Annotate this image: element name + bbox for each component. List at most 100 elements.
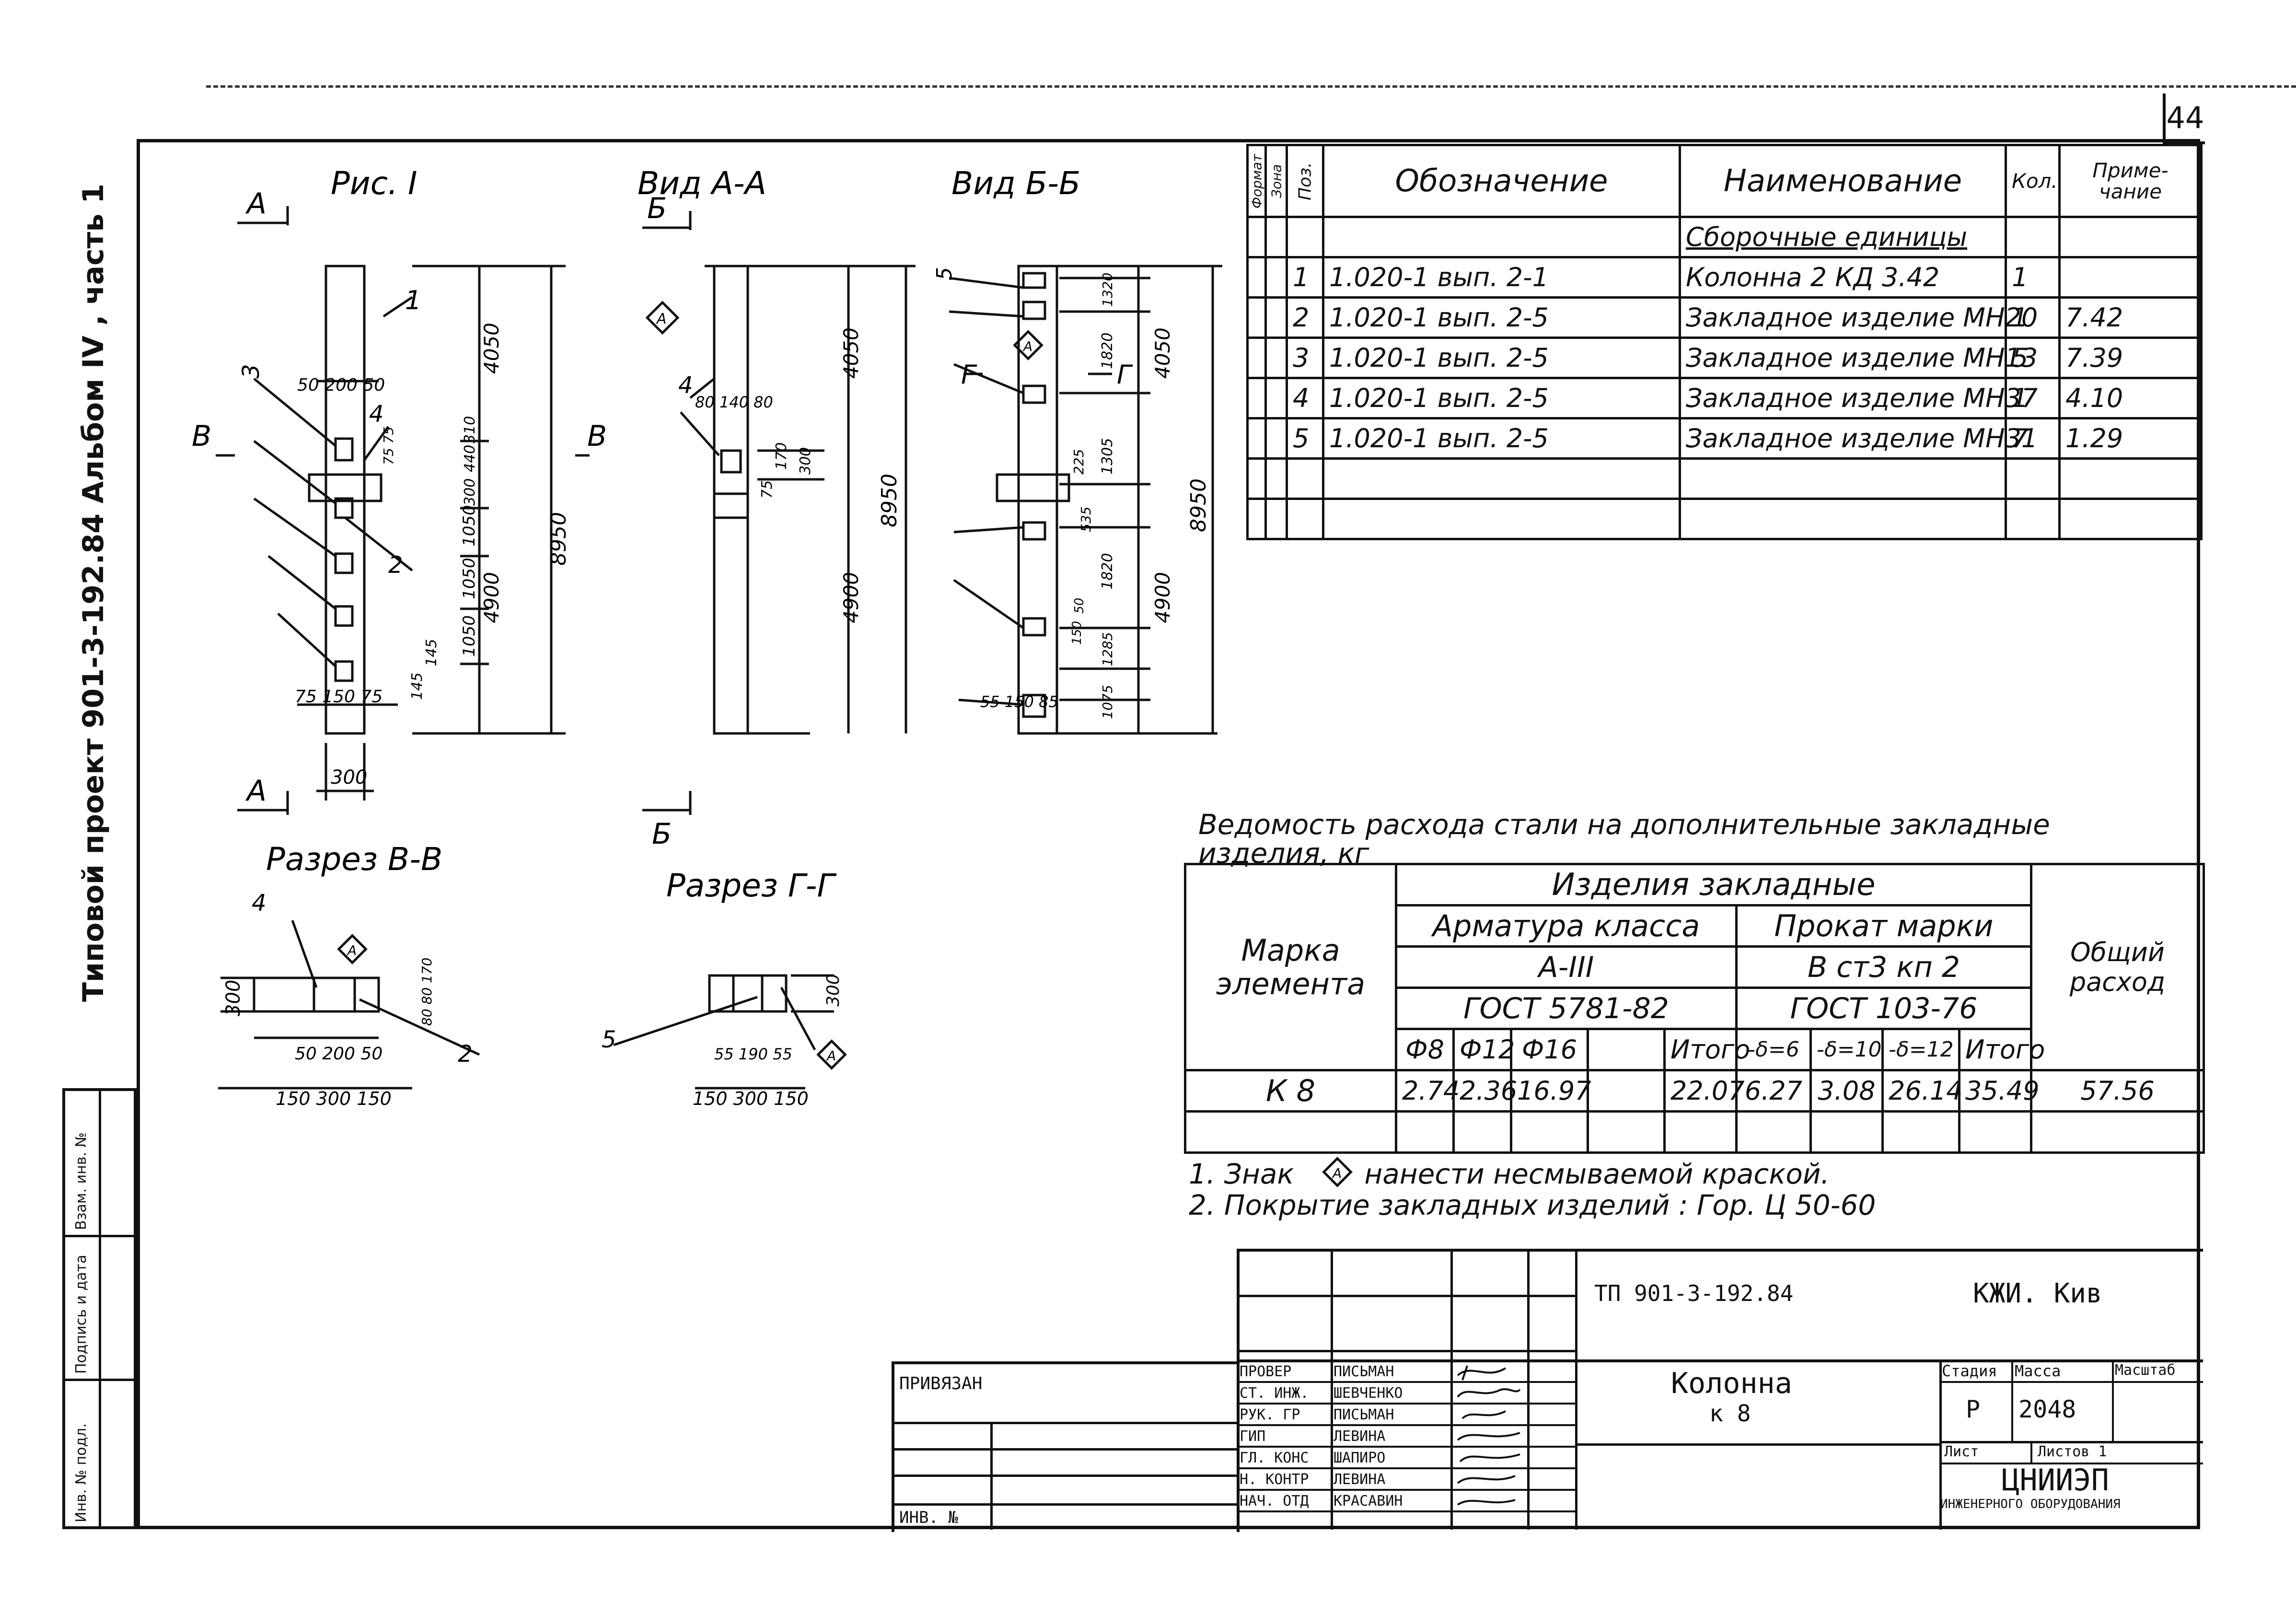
spec-designation: 1.020-1 вып. 2-5 [1322, 337, 1681, 379]
view-bb-title: Вид Б-Б [951, 165, 1080, 202]
bb-dim-d1: 1320 [1100, 273, 1115, 307]
spec-h-designation: Обозначение [1322, 144, 1681, 218]
steel-val: 3.08 [1809, 1069, 1884, 1113]
fig1-leader-2: 2 [388, 552, 403, 579]
steel-table: Марка элемента Изделия закладные Общий р… [1184, 863, 2205, 1154]
tb-h-stage: Стадия [1942, 1362, 1997, 1380]
tb-sheets: Листов 1 [2038, 1443, 2107, 1460]
spec-h-name: Наименование [1679, 144, 2007, 218]
tb-mass: 2048 [2018, 1395, 2076, 1423]
spec-h-zone: Зона [1265, 145, 1287, 217]
steel-subheader-row: Ф8 Ф12 Ф16 Итого -δ=6 -δ=10 -δ=12 Итого [1185, 1028, 2204, 1071]
sheet-number: 44 [2163, 93, 2205, 144]
signer-row: ПроверПисьман [1240, 1363, 1394, 1380]
steel-sub: -δ=10 [1809, 1028, 1884, 1071]
note-1-b: нанести несмываемой краской. [1364, 1158, 1830, 1190]
spec-name: Закладное изделие МН20 [1679, 296, 2038, 339]
gg-dim-d2: 150 300 150 [693, 1088, 809, 1109]
spec-name: Закладное изделие МН31 [1679, 417, 2038, 460]
tb-project-code: ТП 901-3-192.84 [1594, 1280, 1794, 1306]
spec-name: Колонна 2 КД 3.42 [1679, 256, 2007, 299]
fig1-dim-d9: 145 [409, 673, 426, 700]
fig1-leader-1: 1 [405, 285, 421, 315]
signer-row: Ст. инж.Шевченко [1240, 1385, 1403, 1402]
steel-val: 35.49 [1958, 1069, 2040, 1113]
spec-pos: 2 [1286, 296, 1324, 339]
spec-name: Закладное изделие МН37 [1679, 377, 2038, 419]
steel-val: 2.74 [1395, 1069, 1460, 1113]
view-aa-title: Вид А-А [638, 165, 766, 202]
spec-section-row: Сборочные единицы [1246, 216, 2203, 258]
steel-val: 6.27 [1735, 1069, 1812, 1113]
marker-a-bottom: А [245, 774, 267, 808]
note-2: 2. Покрытие закладных изделий : Гор. Ц 5… [1189, 1189, 1876, 1221]
note-1-a: 1. Знак [1189, 1158, 1294, 1190]
steel-val: 2.36 [1452, 1069, 1517, 1113]
spec-section-title: Сборочные единицы [1679, 216, 2007, 258]
left-stamp: Инв. № подл. Подпись и дата Взам. инв. № [62, 1088, 137, 1529]
signer-row: Нач. отдКрасавин [1240, 1493, 1403, 1509]
steel-h-mark: Марка элемента [1184, 863, 1397, 1071]
marker-v-right: В [587, 419, 607, 453]
steel-h-rebar-class: А-III [1395, 945, 1738, 989]
tb-org: ЦНИИЭП [2002, 1463, 2109, 1498]
note-1: 1. Знак нанести несмываемой краской. [1189, 1158, 1830, 1190]
spec-designation: 1.020-1 вып. 2-1 [1322, 256, 1681, 299]
spec-h-format: Формат [1247, 145, 1266, 217]
spec-qty: 5 [2005, 337, 2061, 379]
spec-pos: 4 [1286, 377, 1324, 419]
marker-v-left: В [192, 419, 211, 453]
binding-block: Привязан Инв. № [892, 1361, 1240, 1532]
fig1-dim-d2: 1050 [460, 557, 479, 599]
steel-sub: Итого [1958, 1028, 2045, 1071]
tb-privyazan: Привязан [899, 1374, 983, 1393]
spec-designation: 1.020-1 вып. 2-5 [1322, 377, 1681, 419]
bb-dim-d7: 1285 [1100, 632, 1115, 666]
fig1-dim-total: 8950 [546, 512, 571, 566]
spec-note: 4.10 [2058, 377, 2203, 419]
bb-dim-d6: 1820 [1099, 553, 1116, 590]
steel-sub: -δ=12 [1881, 1028, 1960, 1071]
fig1-dim-width: 300 [331, 766, 367, 789]
steel-val: 16.97 [1510, 1069, 1591, 1113]
marker-a-top: А [245, 187, 267, 221]
steel-sub [1587, 1028, 1666, 1071]
fig1-dim-top: 50 200 50 [297, 375, 385, 395]
bb-dim-lower: 4900 [1151, 572, 1174, 623]
steel-val: 22.07 [1663, 1069, 1745, 1113]
steel-sub: -δ=6 [1735, 1028, 1812, 1071]
vv-leader-2: 2 [458, 1041, 473, 1068]
vv-leader-4: 4 [252, 890, 267, 917]
tb-sheet: Лист [1944, 1443, 1979, 1460]
fig1-dim-d5: 440 [462, 445, 478, 472]
bb-dim-d8: 1075 [1100, 685, 1115, 719]
table-row-empty [1184, 1110, 2205, 1154]
bb-dim-d5: 535 [1078, 507, 1094, 532]
steel-val [1587, 1069, 1666, 1113]
bb-dim-d3: 1305 [1099, 438, 1116, 475]
spec-designation: 1.020-1 вып. 2-5 [1322, 296, 1681, 339]
steel-sub: Ф12 [1452, 1028, 1515, 1071]
aa-dim-upper: 4050 [839, 327, 863, 379]
bb-dim-bottom: 55 150 85 [980, 693, 1058, 711]
sign-a-bb: А [1022, 338, 1032, 354]
spec-name: Закладное изделие МН13 [1679, 337, 2038, 379]
spec-h-pos: Поз. [1287, 145, 1323, 217]
vv-dim-d1: 50 200 50 [295, 1044, 383, 1064]
fig1-dim-d8: 145 [423, 639, 440, 666]
steel-val: 26.14 [1881, 1069, 1963, 1113]
tb-name: Колонна [1671, 1367, 1792, 1400]
steel-val: 57.56 [2030, 1069, 2205, 1113]
section-vv-title: Разрез В-В [266, 841, 442, 878]
vv-dim-d2: 150 300 150 [276, 1088, 392, 1109]
gg-dim-d1: 55 190 55 [714, 1045, 792, 1063]
fig1-leader-3: 3 [238, 364, 265, 379]
vv-dim-d3: 80 80 170 [419, 957, 435, 1026]
table-row-empty [1246, 457, 2203, 500]
steel-h-rolled-gost: ГОСТ 103-76 [1735, 987, 2033, 1030]
